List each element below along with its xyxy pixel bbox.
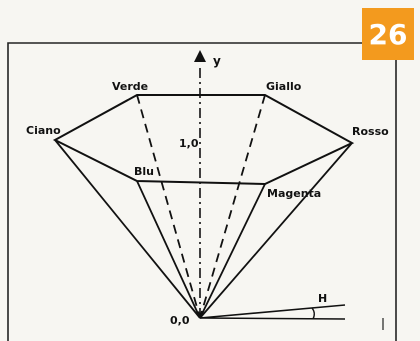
page-number-badge: 26 [362, 8, 414, 60]
figure-frame [7, 42, 364, 341]
origin-label: 0,0 [170, 314, 190, 327]
vertex-label-yellow: Giallo [266, 80, 302, 93]
vertex-label-cyan: Ciano [26, 124, 61, 137]
vertex-label-magenta: Magenta [267, 187, 321, 200]
angle-line-upper [199, 304, 346, 319]
vertex-label-red: Rosso [352, 125, 389, 138]
edge-magenta [199, 183, 266, 319]
edge-green-hidden [136, 94, 201, 319]
hexagon-top [52, 94, 355, 186]
edge-yellow-hidden [199, 94, 266, 319]
vertex-label-green: Verde [112, 80, 148, 93]
edge-red [199, 142, 353, 319]
unit-value-label: 1,0 [179, 137, 199, 150]
hidden-edges [136, 94, 266, 319]
angle-label: H [318, 292, 327, 305]
y-axis-label: y [213, 54, 221, 68]
vertex-label-blue: Blu [134, 165, 154, 178]
edge-blue [136, 180, 201, 319]
cone-edges [54, 139, 353, 319]
edge-cyan [54, 139, 201, 319]
angle-line-lower [199, 317, 346, 320]
y-axis-arrowhead [194, 50, 206, 62]
angle-arc [311, 307, 315, 320]
